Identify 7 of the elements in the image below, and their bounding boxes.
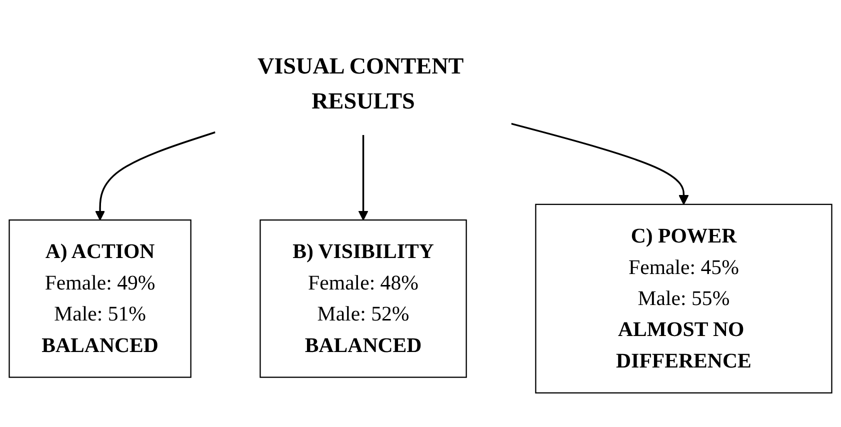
node-text: VISUAL CONTENT RESULTS: [257, 54, 464, 115]
node-box: C) POWER Female: 45% Male: 55% ALMOST NO DIFFERENCE: [535, 204, 832, 394]
node-box: A) ACTION Female: 49% Male: 51% BALANCED: [8, 220, 192, 378]
arrow: [94, 132, 216, 221]
arrow: [511, 123, 689, 206]
arrow: [358, 135, 368, 221]
node-box: B) VISIBILITY Female: 48% Male: 52% BALANCED: [260, 220, 467, 378]
